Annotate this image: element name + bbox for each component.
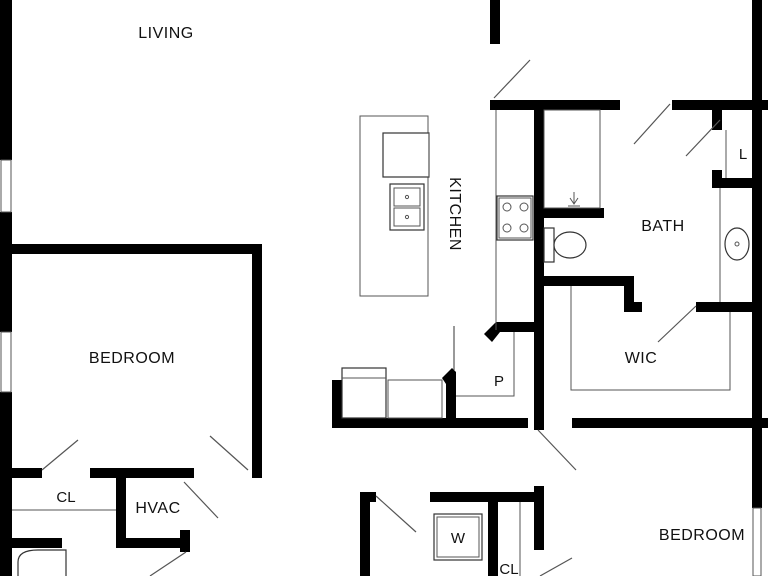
range-inner (498, 197, 532, 239)
wall-bedroom-bottom-left (12, 468, 42, 478)
tub-fragment (17, 549, 67, 576)
wall-laundry-right (488, 492, 498, 576)
label-bath: BATH (641, 218, 684, 235)
door-bottom-left (149, 551, 187, 576)
wall-pantry-corner (484, 322, 534, 342)
wall-toilet-top (534, 208, 604, 218)
burner-3 (502, 223, 512, 233)
kitchen-island (359, 115, 429, 297)
label-pantry: P (494, 373, 504, 390)
wall-hvac-top (90, 468, 194, 478)
washer (433, 513, 483, 561)
counter-bottom (387, 379, 443, 419)
door-wic (657, 305, 697, 343)
wall-hvac-bottom (116, 538, 190, 548)
burner-1 (502, 202, 512, 212)
wall-bath-wic-step2 (624, 302, 642, 312)
wall-bath-wic-left (534, 276, 634, 286)
doors (41, 59, 721, 576)
shower-area (543, 109, 601, 209)
label-linen: L (739, 146, 747, 163)
fridge (341, 367, 387, 419)
wall-bath-top-right (672, 100, 768, 110)
wall-bottom-left-vertical (360, 492, 370, 576)
wall-left-mid (0, 212, 12, 332)
wall-mid-horizontal-left (332, 418, 528, 428)
door-bath-1 (633, 103, 671, 145)
burner-4 (519, 223, 529, 233)
wall-right-exterior-lower (752, 428, 762, 508)
wall-left-upper (0, 0, 12, 160)
window-right-lower (752, 507, 762, 576)
label-washer: W (451, 530, 466, 547)
wall-pantry-door-jamb (442, 368, 456, 418)
label-bedroom-right: BEDROOM (659, 527, 745, 544)
vanity-sink (724, 227, 750, 261)
label-kitchen: KITCHEN (446, 177, 463, 251)
door-bottom-room (375, 495, 417, 533)
label-bedroom-left: BEDROOM (89, 350, 175, 367)
wall-kitchen-bath-divider (534, 100, 544, 430)
door-entry-top (493, 59, 531, 99)
wall-bath-wic-step (624, 276, 634, 310)
wall-fridge-left (332, 380, 342, 428)
fixtures (12, 109, 750, 576)
wic-shelf (570, 286, 731, 391)
door-bedroom-left (209, 435, 249, 471)
door-linen (685, 119, 721, 157)
door-hvac (183, 481, 219, 519)
label-closet-left: CL (56, 489, 75, 506)
door-closet-bottom (539, 557, 573, 576)
sink-basin-2 (393, 207, 421, 227)
vanity-drain (734, 241, 740, 247)
wall-bath-top-left (490, 100, 620, 110)
wall-right-exterior-mid (752, 110, 762, 430)
wall-cl-bottom (12, 538, 62, 548)
washer-inner (436, 516, 480, 558)
wall-laundry-top (430, 492, 544, 502)
burner-2 (519, 202, 529, 212)
wall-mid-horizontal-right (572, 418, 768, 428)
wall-top-stub (490, 0, 500, 44)
wall-hvac-left (116, 468, 126, 548)
sink-outer (389, 183, 425, 231)
window-left-2 (0, 331, 12, 393)
range (496, 195, 534, 241)
room-labels: LIVING KITCHEN BATH L BEDROOM WIC P CL H… (56, 25, 747, 576)
sink-drain-1 (404, 194, 410, 200)
pantry-shelf (456, 332, 515, 397)
label-closet-bottom: CL (499, 561, 518, 576)
wall-linen-left-top (712, 110, 722, 130)
door-closet-left (41, 439, 79, 471)
label-living: LIVING (138, 25, 193, 42)
toilet-tank (543, 227, 555, 263)
wall-hvac-right-stub (180, 530, 190, 552)
label-hvac: HVAC (135, 500, 180, 517)
window-left-1 (0, 159, 12, 213)
dishwasher (382, 132, 430, 178)
wall-bath-wic-right (696, 302, 762, 312)
sink-drain-2 (404, 214, 410, 220)
wall-right-exterior (752, 0, 762, 110)
wall-cl-bottom-right (534, 486, 544, 550)
wall-bedroom-right (252, 244, 262, 478)
wall-left-lower (0, 392, 12, 576)
wall-linen-bottom (712, 178, 762, 188)
wall-bedroom-top (12, 244, 262, 254)
label-wic: WIC (625, 350, 658, 367)
wall-bottom-left-top (360, 492, 376, 502)
toilet-bowl (553, 231, 587, 259)
door-hall-bottom (537, 429, 577, 471)
sink-basin-1 (393, 187, 421, 207)
